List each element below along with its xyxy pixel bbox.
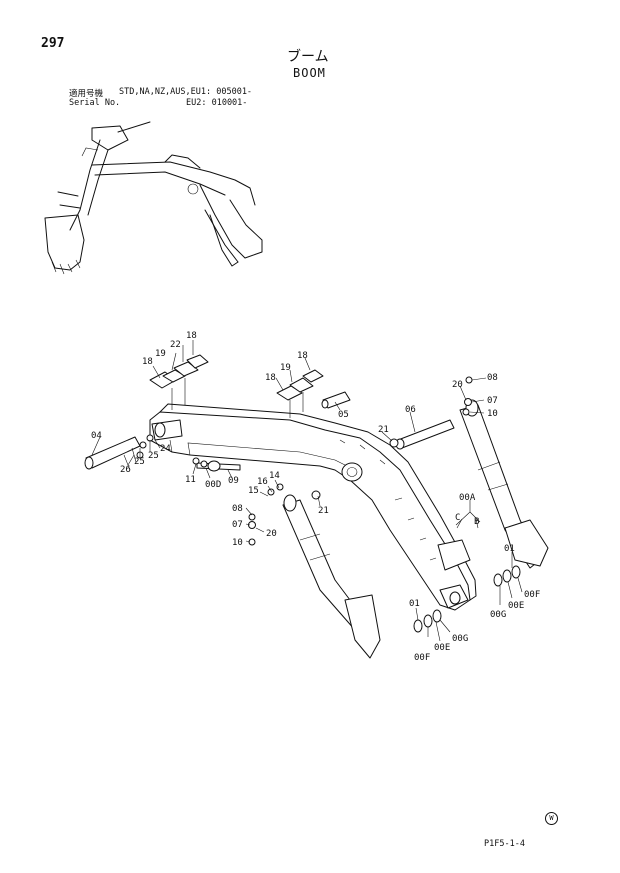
serial-number-value: EU2: 010001- <box>186 98 248 108</box>
boom-cylinder-left <box>282 494 381 659</box>
serial-number-label: Serial No. <box>69 98 121 108</box>
boom-cylinder-right <box>459 399 549 569</box>
callout-c: C <box>455 513 460 523</box>
callout-25: 25 <box>134 457 145 467</box>
callout-10: 10 <box>487 409 498 419</box>
callout-25: 25 <box>148 451 159 461</box>
callout-00a: 00A <box>459 493 476 503</box>
callout-00d: 00D <box>205 480 221 490</box>
callout-05: 05 <box>338 410 349 420</box>
callout-00f: 00F <box>414 653 430 663</box>
callout-08: 08 <box>487 373 498 383</box>
callout-b: B <box>474 517 479 527</box>
boom-pin-05 <box>321 391 351 409</box>
callout-00e: 00E <box>434 643 450 653</box>
callout-20: 20 <box>452 380 463 390</box>
callout-labels: 18 19 22 18 18 19 18 05 04 26 25 25 24 1… <box>91 331 540 663</box>
callout-19: 19 <box>155 349 166 359</box>
title-japanese: ブーム <box>287 49 329 65</box>
callout-24: 24 <box>160 444 171 454</box>
callout-22: 22 <box>170 340 181 350</box>
callout-06: 06 <box>405 405 416 415</box>
callout-14: 14 <box>269 471 280 481</box>
foot-pin-assembly <box>84 434 241 472</box>
callout-07: 07 <box>232 520 243 530</box>
excavator-overview-illustration <box>44 121 263 275</box>
applicable-models-label: 適用号機 <box>69 89 104 99</box>
leader-lines <box>91 340 523 642</box>
callout-18: 18 <box>265 373 276 383</box>
callout-01: 01 <box>409 599 420 609</box>
callout-19: 19 <box>280 363 291 373</box>
callout-00g: 00G <box>490 610 506 620</box>
callout-00f: 00F <box>524 590 540 600</box>
small-hardware <box>136 376 521 633</box>
shim-plates-center <box>276 369 324 418</box>
callout-26: 26 <box>120 465 131 475</box>
revision-mark-w: W <box>545 812 558 825</box>
callout-21: 21 <box>318 506 329 516</box>
shim-plates-left <box>149 354 209 410</box>
applicable-models-value: STD,NA,NZ,AUS,EU1: 005001- <box>119 87 253 97</box>
callout-16: 16 <box>257 477 268 487</box>
callout-10: 10 <box>232 538 243 548</box>
callout-15: 15 <box>248 486 259 496</box>
boom-body <box>149 403 477 611</box>
callout-11: 11 <box>185 475 196 485</box>
boom-pin-06 <box>395 419 455 450</box>
page-number: 297 <box>41 36 65 51</box>
callout-18: 18 <box>186 331 197 341</box>
callout-04: 04 <box>91 431 102 441</box>
callout-20: 20 <box>266 529 277 539</box>
callout-01: 01 <box>504 544 515 554</box>
title-english: BOOM <box>293 66 326 80</box>
callout-18: 18 <box>142 357 153 367</box>
callout-00g: 00G <box>452 634 468 644</box>
callout-00e: 00E <box>508 601 524 611</box>
callout-09: 09 <box>228 476 239 486</box>
callout-08: 08 <box>232 504 243 514</box>
callout-07: 07 <box>487 396 498 406</box>
callout-18: 18 <box>297 351 308 361</box>
callout-21: 21 <box>378 425 389 435</box>
figure-code: P1F5-1-4 <box>484 839 525 849</box>
